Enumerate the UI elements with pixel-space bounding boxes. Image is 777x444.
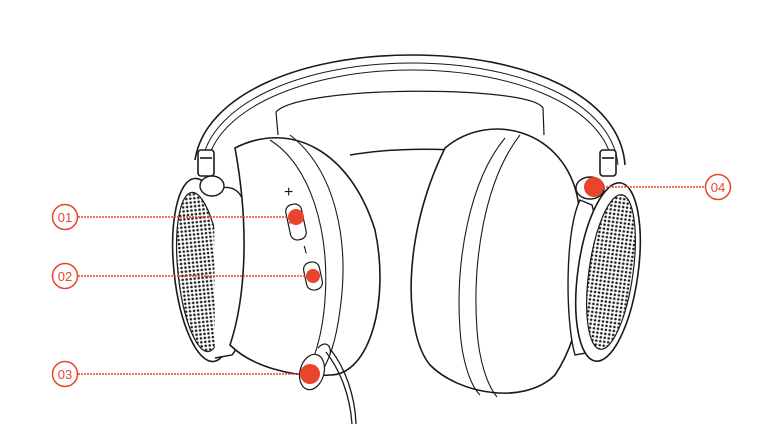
callout-04: 04 bbox=[704, 173, 732, 201]
volume-rocker-marker bbox=[288, 209, 304, 225]
svg-text:01: 01 bbox=[58, 210, 72, 225]
right-earcup bbox=[410, 128, 642, 398]
callout-03: 03 bbox=[51, 360, 79, 388]
leader-lines bbox=[78, 186, 706, 375]
volume-plus-marking: + bbox=[284, 184, 293, 201]
mic-mute-marker bbox=[306, 269, 320, 283]
callout-markers bbox=[288, 177, 604, 384]
svg-text:02: 02 bbox=[58, 269, 72, 284]
headband bbox=[194, 54, 626, 177]
right-cup-control-marker bbox=[584, 177, 604, 197]
cable-port-marker bbox=[300, 364, 320, 384]
svg-text:04: 04 bbox=[711, 180, 725, 195]
left-earcup: + − bbox=[171, 134, 381, 425]
svg-text:03: 03 bbox=[58, 367, 72, 382]
callout-02: 02 bbox=[51, 262, 79, 290]
right-grille bbox=[586, 194, 636, 350]
callout-01: 01 bbox=[51, 203, 79, 231]
cable bbox=[325, 351, 353, 425]
volume-minus-marking: − bbox=[295, 243, 314, 256]
